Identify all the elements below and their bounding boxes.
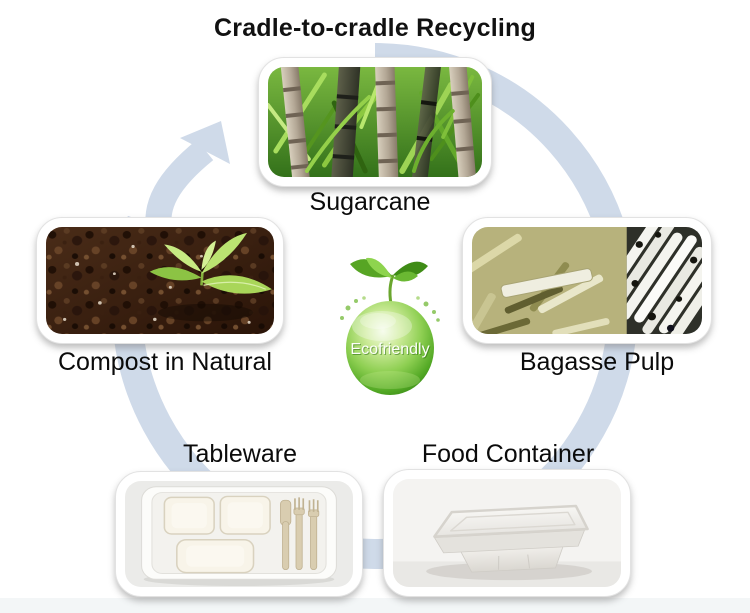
bagasse-pulp-label: Bagasse Pulp [519, 348, 675, 376]
eco-sphere-with-sprout-icon: Ecofriendly Ecofriendly [340, 257, 440, 395]
diagram-title: Cradle-to-cradle Recycling [214, 14, 536, 42]
bottom-margin [0, 598, 750, 613]
tray-compartments [163, 495, 271, 574]
sugarcane-label: Sugarcane [309, 188, 431, 216]
front-leaves [304, 95, 455, 173]
seedling [149, 232, 272, 322]
tableware-card [115, 471, 363, 597]
arrowhead-icon [180, 121, 230, 164]
leaf-specks [340, 296, 440, 322]
eco-sphere [346, 301, 434, 395]
sugarcane-card [258, 57, 492, 187]
food-container-photo [393, 479, 621, 587]
compost-soil-seedling-photo [46, 227, 274, 334]
food-container-label: Food Container [421, 440, 595, 468]
sugarcane-field-photo [268, 67, 482, 177]
bagasse-pulp-photo [472, 227, 702, 334]
compost-card [36, 217, 284, 344]
clamshell-box [433, 504, 589, 573]
tableware-tray-photo [125, 481, 353, 587]
pulp-tubes [626, 227, 702, 334]
food-container-card [383, 469, 631, 597]
ecofriendly-logo: Ecofriendly Ecofriendly [330, 250, 450, 398]
tableware-label: Tableware [183, 440, 297, 468]
ecofriendly-text-shadow: Ecofriendly [351, 342, 430, 359]
compost-label: Compost in Natural [58, 348, 272, 376]
sprout-icon [350, 257, 428, 305]
bagasse-pulp-card [462, 217, 712, 344]
cutlery [280, 497, 320, 571]
soil-specks [62, 244, 251, 324]
ecofriendly-text: Ecofriendly [350, 341, 429, 358]
